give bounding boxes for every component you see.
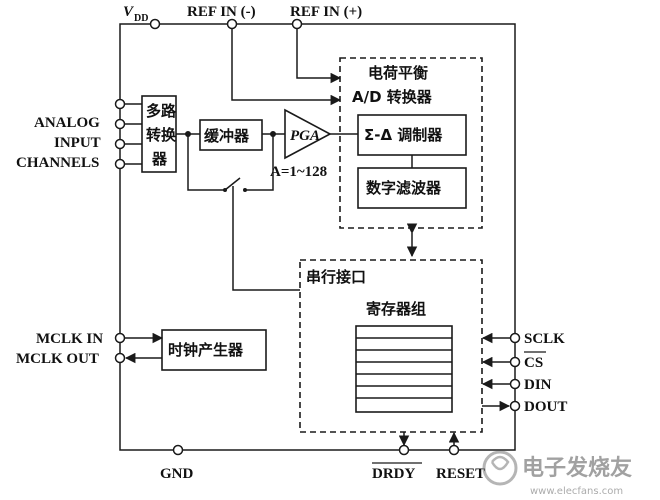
multiplexer-block: 多路 转换 器 xyxy=(141,95,177,173)
buffer-block: 缓冲器 xyxy=(199,119,263,151)
svg-text:REF IN (-): REF IN (-) xyxy=(187,4,256,20)
ref-in-minus-pin: REF IN (-) xyxy=(187,4,256,30)
register-bank-label: 寄存器组 xyxy=(366,300,426,318)
svg-text:数字滤波器: 数字滤波器 xyxy=(366,179,442,197)
digital-filter-block: 数字滤波器 xyxy=(357,167,467,209)
svg-text:串行接口: 串行接口 xyxy=(306,268,366,286)
svg-text:DRDY: DRDY xyxy=(372,466,415,482)
dout-label: DOUT xyxy=(524,399,567,415)
chip-outline xyxy=(119,23,516,451)
svg-text:时钟产生器: 时钟产生器 xyxy=(168,341,244,359)
svg-text:DD: DD xyxy=(134,13,148,24)
mclk-pins: MCLK IN MCLK OUT xyxy=(16,331,164,367)
ref-plus-wire xyxy=(296,29,342,84)
svg-text:电子发烧友: 电子发烧友 xyxy=(522,455,632,481)
svg-text:REF IN (+): REF IN (+) xyxy=(290,4,362,20)
svg-text:GND: GND xyxy=(160,466,194,482)
bypass-switch xyxy=(224,177,241,191)
sclk-label: SCLK xyxy=(524,331,565,347)
mclk-in-label: MCLK IN xyxy=(36,331,103,347)
svg-text:RESET: RESET xyxy=(436,466,485,482)
watermark-logo: 电子发烧友 www.elecfans.com xyxy=(482,450,632,497)
svg-text:转换: 转换 xyxy=(146,126,177,144)
analog-input-pins: ANALOG INPUT CHANNELS xyxy=(16,98,142,171)
svg-text:www.elecfans.com: www.elecfans.com xyxy=(530,486,623,497)
modulator-block: Σ-Δ 调制器 xyxy=(357,114,467,156)
vdd-pin: V DD xyxy=(123,4,161,30)
serial-pins: SCLK CS DIN DOUT xyxy=(481,331,567,415)
drdy-pin: DRDY xyxy=(372,432,422,482)
channels-label: CHANNELS xyxy=(16,155,99,171)
gnd-pin: GND xyxy=(160,444,194,482)
clock-generator-block: 时钟产生器 xyxy=(161,329,267,371)
bypass-wire xyxy=(187,134,225,191)
mclk-out-label: MCLK OUT xyxy=(16,351,99,367)
register-bank xyxy=(355,325,453,413)
pga-amplifier: PGA A=1~128 xyxy=(270,108,332,180)
svg-text:PGA: PGA xyxy=(290,128,320,144)
reset-pin: RESET xyxy=(436,431,485,482)
din-label: DIN xyxy=(524,377,552,393)
pga-gain-label: A=1~128 xyxy=(270,164,327,180)
ref-minus-wire xyxy=(231,29,342,106)
ref-in-plus-pin: REF IN (+) xyxy=(290,4,362,30)
analog-label: ANALOG xyxy=(34,115,100,131)
serial-interface-block: 串行接口 寄存器组 xyxy=(299,259,483,433)
svg-text:缓冲器: 缓冲器 xyxy=(204,127,250,145)
adc-title-1: 电荷平衡 xyxy=(368,64,428,82)
svg-text:多路: 多路 xyxy=(146,102,177,120)
svg-text:V: V xyxy=(123,4,135,20)
adc-title-2: A/D 转换器 xyxy=(352,88,433,106)
input-label: INPUT xyxy=(54,135,101,151)
svg-text:Σ-Δ 调制器: Σ-Δ 调制器 xyxy=(364,126,443,144)
svg-text:器: 器 xyxy=(151,150,168,168)
cs-label: CS xyxy=(524,355,543,371)
